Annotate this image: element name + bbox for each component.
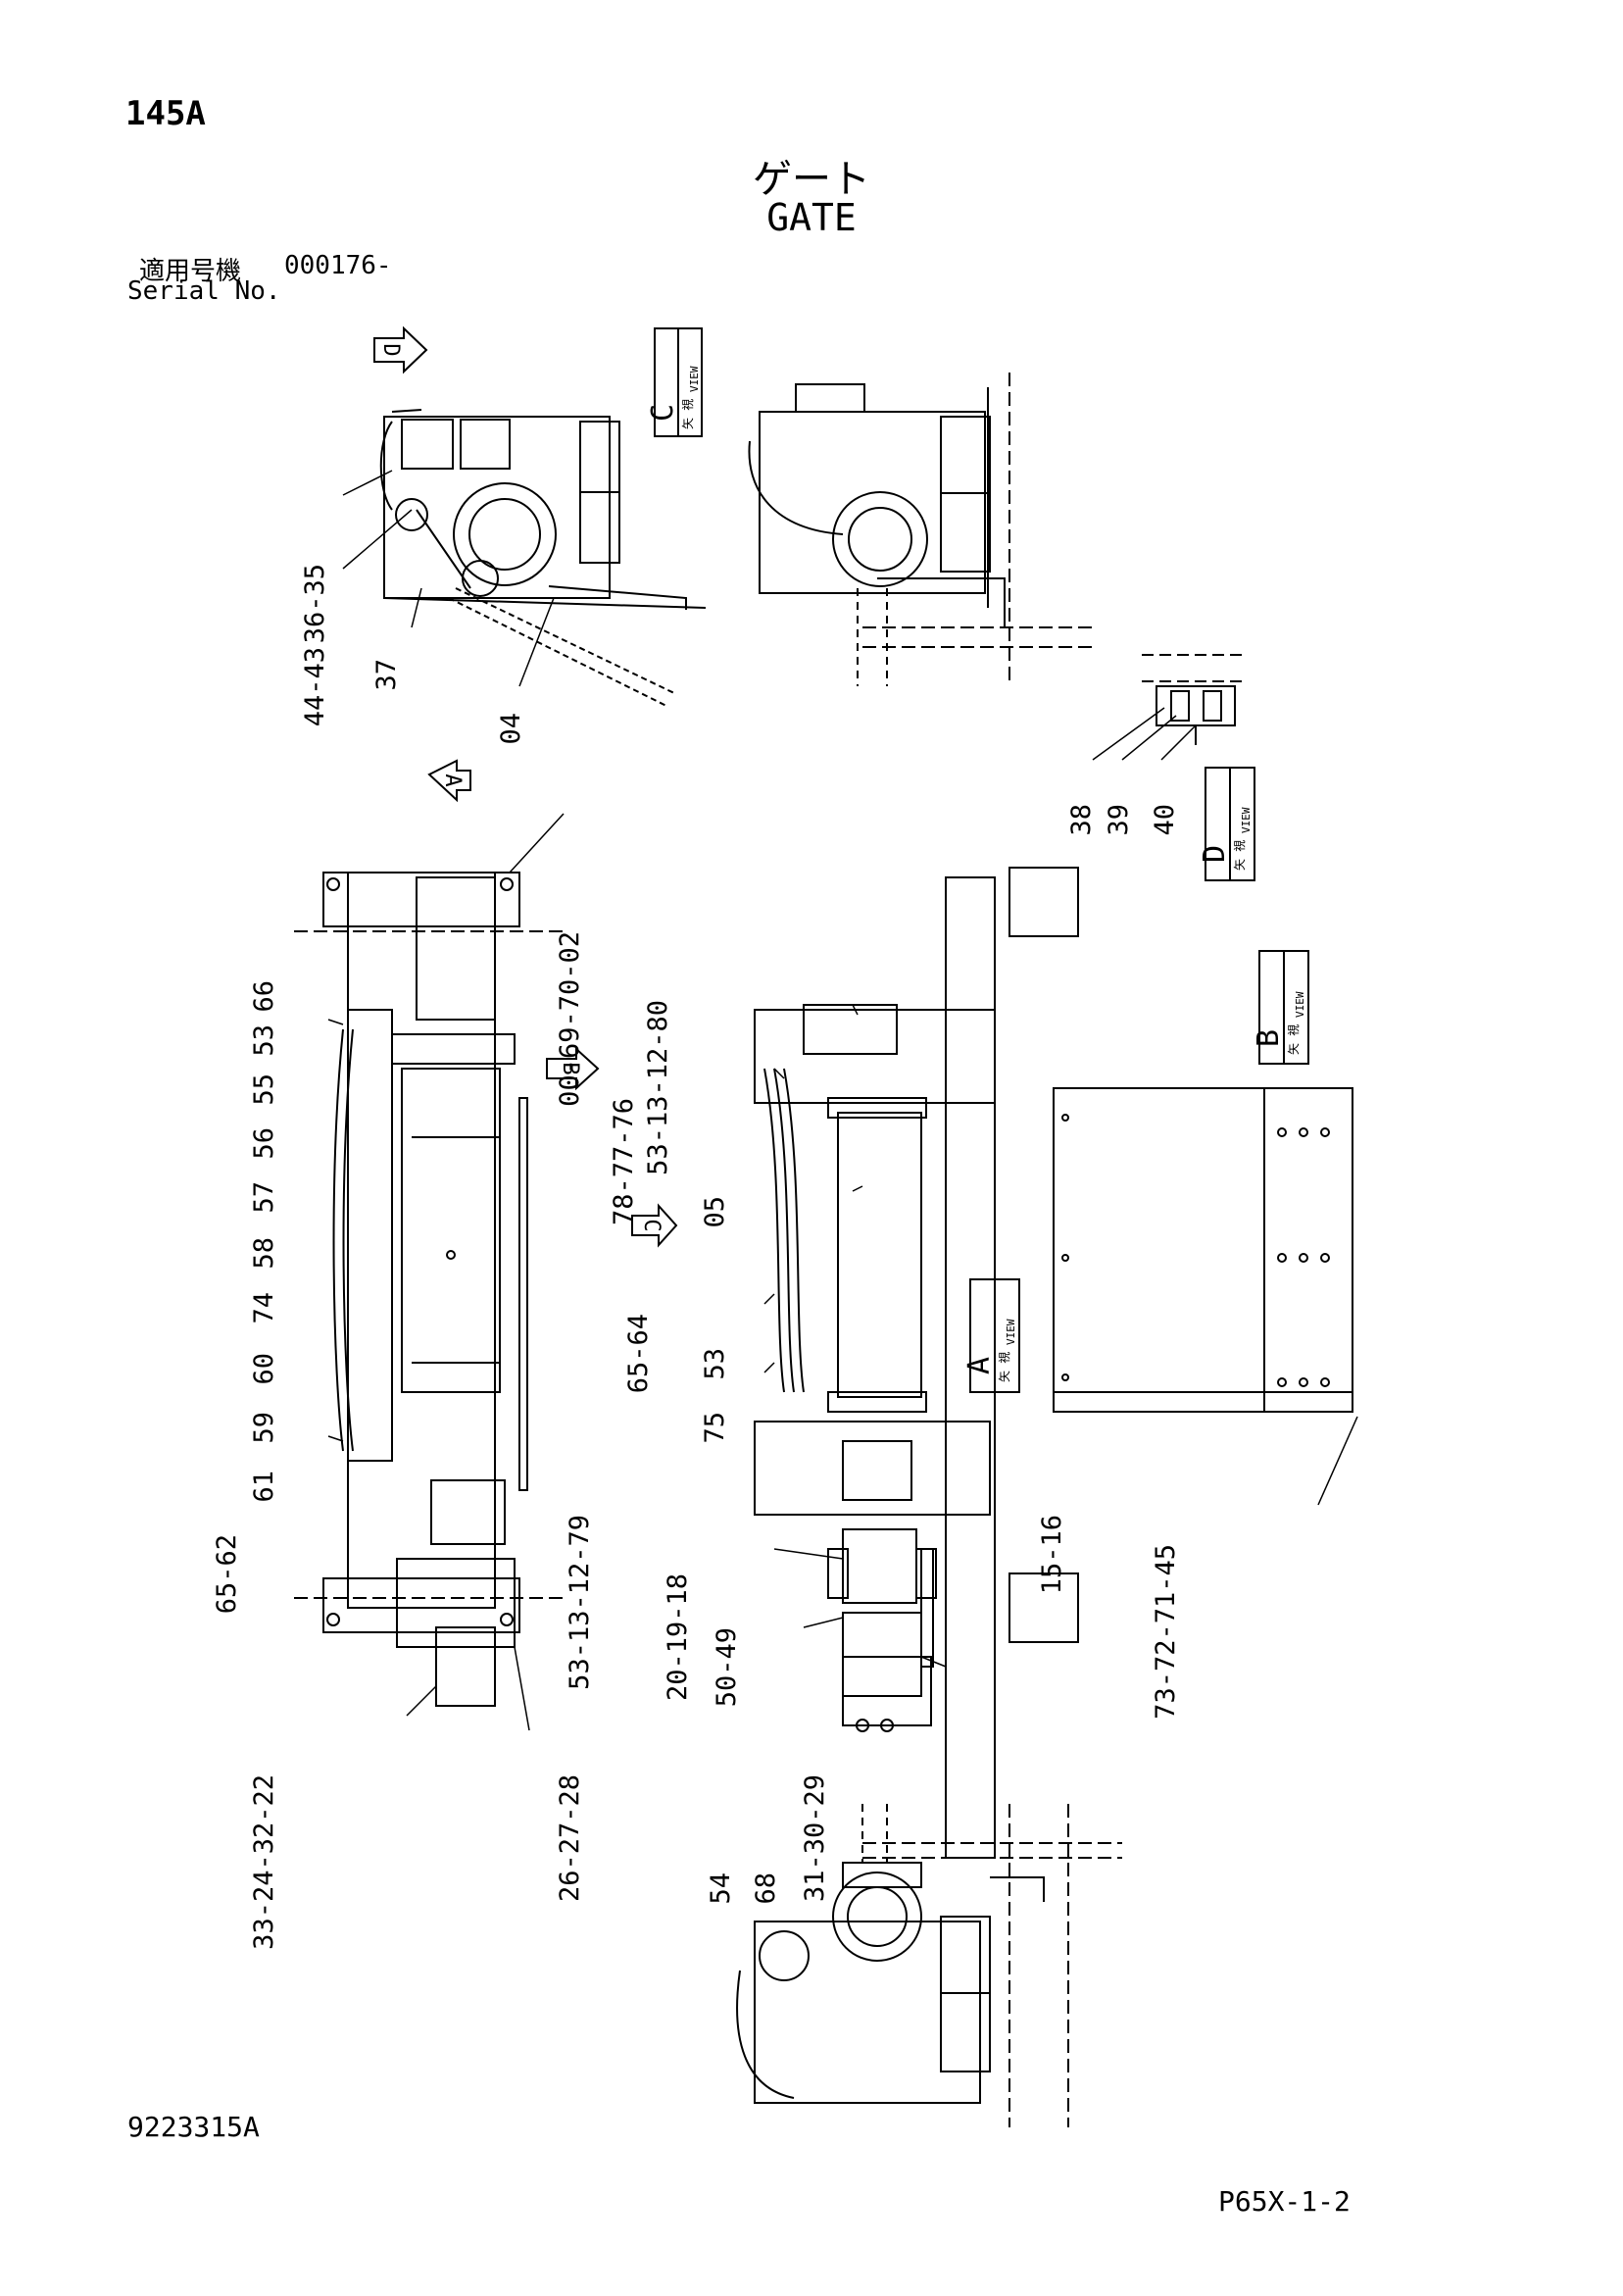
callout-53-center: 53 — [700, 1348, 730, 1380]
callout-37: 37 — [371, 659, 402, 691]
serial-label-japanese: 適用号機 — [139, 257, 242, 286]
view-a-label-ja: 矢 視 — [997, 1352, 1011, 1382]
callout-00-69-70-02: 00-69-70-02 — [555, 931, 585, 1107]
callout-05: 05 — [700, 1196, 730, 1228]
view-label-texts: C 矢 視 VIEW D 矢 視 VIEW B 矢 視 VIEW A 矢 視 V… — [646, 366, 1306, 1382]
callout-31-30-29: 31-30-29 — [800, 1774, 830, 1902]
callout-60: 60 — [249, 1353, 279, 1385]
callout-04: 04 — [496, 713, 526, 745]
view-c-letter: C — [646, 404, 680, 422]
callout-44-43: 44-43 — [300, 647, 330, 726]
callout-65-64: 65-64 — [623, 1314, 654, 1393]
callout-15-16: 15-16 — [1037, 1515, 1067, 1594]
page-code: P65X-1-2 — [1218, 2185, 1351, 2218]
view-arrow-a: A — [440, 774, 465, 786]
bottom-side-view — [736, 1804, 1122, 2127]
callout-74: 74 — [249, 1292, 279, 1324]
callout-61: 61 — [249, 1471, 279, 1503]
callout-53-13-12-79: 53-13-12-79 — [565, 1515, 595, 1690]
callout-39: 39 — [1104, 804, 1134, 836]
callout-66: 66 — [249, 980, 279, 1013]
callout-26-27-28: 26-27-28 — [555, 1774, 585, 1902]
callout-73-72-71-45: 73-72-71-45 — [1151, 1544, 1181, 1720]
callout-78-77-76: 78-77-76 — [609, 1098, 639, 1225]
top-left-side-view — [379, 409, 707, 707]
document-number: 9223315A — [127, 2111, 260, 2143]
left-plan-view — [294, 872, 564, 1707]
callout-57: 57 — [249, 1181, 279, 1214]
view-arrow-c: C — [639, 1219, 664, 1231]
callout-68: 68 — [751, 1872, 781, 1905]
view-d-letter: D — [1198, 845, 1232, 863]
view-arrow-shapes — [373, 325, 678, 1248]
view-label-boxes — [654, 327, 1309, 1393]
view-arrow-letters: D A B C — [378, 343, 664, 1231]
view-b-label-ja: 矢 視 — [1286, 1024, 1301, 1055]
callout-38: 38 — [1066, 804, 1097, 836]
callout-56: 56 — [249, 1127, 279, 1160]
callout-59: 59 — [249, 1412, 279, 1444]
page-title-japanese: ゲート — [753, 157, 870, 202]
view-a-letter: A — [962, 1357, 997, 1374]
callout-50-49: 50-49 — [712, 1627, 742, 1707]
leader-lines — [327, 470, 1358, 1731]
view-d-label-ja: 矢 視 — [1232, 840, 1247, 871]
callout-20-19-18: 20-19-18 — [663, 1573, 693, 1701]
callout-54: 54 — [706, 1872, 736, 1905]
callout-55: 55 — [249, 1073, 279, 1106]
callout-53-13-12-80: 53-13-12-80 — [643, 1000, 673, 1175]
callout-75: 75 — [700, 1412, 730, 1444]
view-d-label: VIEW — [1240, 807, 1253, 833]
serial-label: Serial No. — [127, 276, 281, 306]
part-callouts: 36-35 44-43 37 04 38 39 40 00-69-70-02 6… — [212, 564, 1181, 1950]
callout-65-62: 65-62 — [212, 1534, 242, 1614]
page-title: GATE — [766, 196, 857, 239]
view-c-label-ja: 矢 視 — [680, 399, 695, 429]
center-plan-view — [754, 867, 1079, 1859]
page-number: 145A — [125, 94, 206, 133]
view-b-label: VIEW — [1294, 991, 1306, 1018]
top-right-side-view — [748, 373, 1096, 686]
view-c-label: VIEW — [688, 366, 701, 392]
callout-40: 40 — [1150, 804, 1180, 836]
serial-number-value: 000176- — [284, 251, 392, 280]
callout-33-24-32-22: 33-24-32-22 — [249, 1774, 279, 1950]
callout-36-35: 36-35 — [300, 564, 330, 643]
view-b-panel — [1053, 1087, 1353, 1413]
view-a-label: VIEW — [1005, 1319, 1017, 1345]
callout-58: 58 — [249, 1237, 279, 1270]
callout-53-left: 53 — [249, 1024, 279, 1057]
view-arrow-b: B — [558, 1062, 582, 1074]
view-arrow-d: D — [378, 343, 403, 356]
view-b-letter: B — [1252, 1029, 1286, 1047]
drawing-linework — [294, 325, 1358, 2127]
